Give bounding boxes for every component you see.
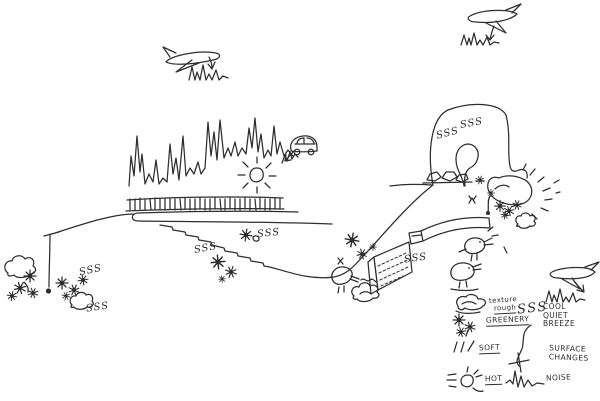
noise-zigzag-icon [460, 32, 500, 46]
hill-arch [389, 103, 528, 198]
airplane-top-right-group [460, 3, 522, 46]
noise-zigzag-icon [188, 64, 229, 81]
legend-label-hot: HOT [484, 373, 503, 386]
worm [360, 278, 377, 283]
sun-icon [237, 156, 277, 194]
cloud-scribble [69, 291, 94, 310]
sign-wall [367, 241, 413, 295]
flower-cluster-hill [494, 198, 524, 221]
airplane-icon [467, 3, 522, 34]
bird-standing [450, 262, 482, 292]
bugs [468, 174, 495, 215]
bush-blob [487, 163, 561, 254]
cloud-scribble [515, 212, 536, 229]
legend-label-soft: SOFT [478, 342, 501, 355]
legend-label-surface-changes: SURFACE CHANGES [548, 343, 589, 363]
loop-path [455, 143, 479, 187]
noise-zigzag-icon [505, 370, 545, 388]
legend-icons [446, 293, 545, 392]
hot-sun-icon [446, 366, 484, 392]
legend-label-breeze: BREEZE [543, 319, 576, 328]
legend-label-quiet: QUIET [543, 310, 568, 320]
airplane-top-left-group [162, 46, 229, 81]
legend-label-noise: NOISE [545, 372, 572, 383]
boardwalk-fence [125, 196, 285, 212]
cloud-scribble [351, 282, 380, 303]
curved-bench [408, 216, 491, 245]
bird-pecking [331, 257, 380, 303]
hill-ledge [389, 183, 433, 187]
car-sketch [281, 135, 318, 164]
tall-grass-noise-scribble [128, 117, 294, 187]
sign-scribble-text [377, 252, 409, 287]
flower-stem [487, 195, 491, 213]
airplane-icon [162, 46, 221, 73]
airplane-icon [549, 261, 600, 290]
flower-cluster-stairs-top [238, 227, 260, 243]
bird-calling [458, 226, 499, 262]
walking-path [131, 210, 333, 225]
legend-label-cool-quiet-breeze: COOL QUIET BREEZE [543, 302, 576, 329]
greenery-icon [452, 313, 478, 339]
sparkle-dashes [503, 163, 561, 254]
rocks-on-ledge [422, 171, 485, 184]
flowers-by-sign [343, 231, 369, 261]
flower-cluster-stairs-mid [209, 253, 239, 285]
noise-zigzag-icon [281, 151, 299, 164]
noise-zigzag-icon [545, 288, 586, 303]
legend-label-rough: rough [493, 303, 517, 315]
down-arrow-icon [207, 56, 216, 70]
down-arrow-icon [573, 280, 585, 293]
airplane-bottom-right-group [545, 261, 600, 303]
soft-strokes-icon [453, 340, 475, 353]
stairs-and-slope [159, 196, 420, 279]
ledge-drop-line [43, 213, 134, 294]
legend-label-changes: CHANGES [548, 351, 589, 363]
flower-cluster-left-a [4, 255, 41, 303]
surface-changes-icon [508, 324, 532, 373]
flower-cluster-left-b [55, 273, 94, 310]
legend-label-cool: COOL [543, 302, 566, 311]
cloud-scribble [4, 255, 37, 279]
texture-rough-icon [455, 293, 487, 314]
